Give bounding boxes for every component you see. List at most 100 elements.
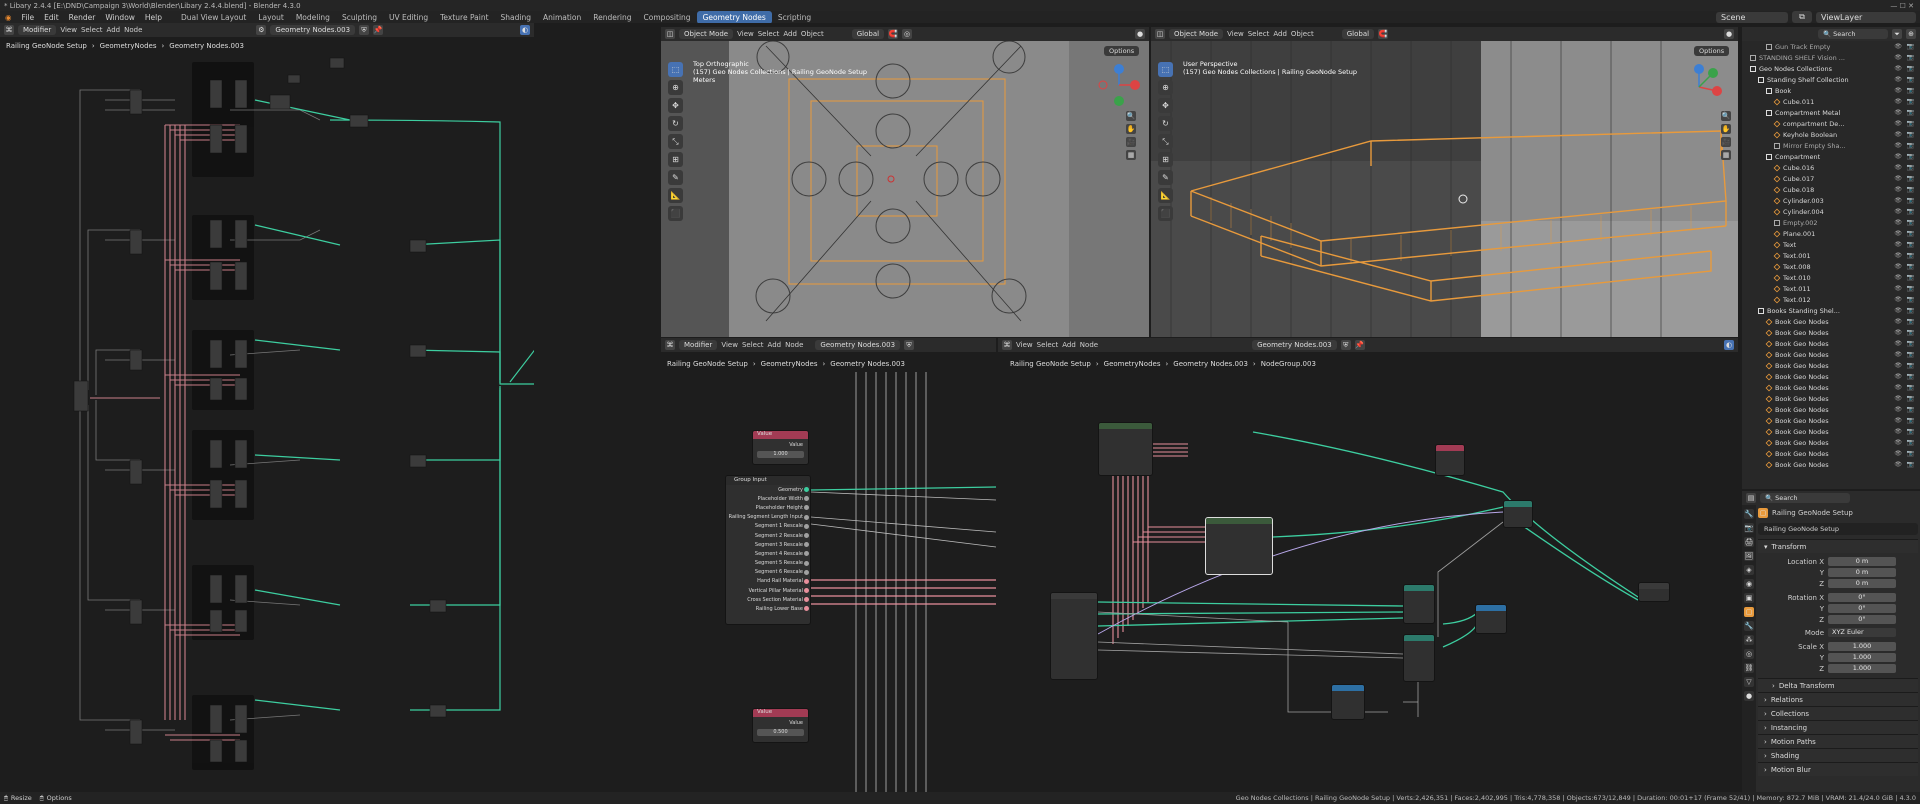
- value-node[interactable]: Value Value 1.000: [752, 430, 809, 465]
- camera-view-icon[interactable]: 🎥: [1721, 137, 1731, 147]
- tab-shading[interactable]: Shading: [500, 12, 531, 22]
- pin-icon[interactable]: 📌: [373, 25, 384, 35]
- group-output-node[interactable]: [1638, 582, 1670, 602]
- node-socket[interactable]: [804, 505, 809, 511]
- visibility-eye-icon[interactable]: 👁: [1894, 230, 1902, 237]
- render-camera-icon[interactable]: 📷: [1906, 351, 1914, 358]
- overlay-toggle-icon[interactable]: ◐: [520, 25, 530, 35]
- tab-uv-editing[interactable]: UV Editing: [388, 12, 429, 22]
- menu-add[interactable]: Add: [1273, 30, 1287, 38]
- ortho-toggle-icon[interactable]: ▦: [1126, 150, 1136, 160]
- render-camera-icon[interactable]: 📷: [1906, 197, 1914, 204]
- constraints-tab-icon[interactable]: ⛓: [1744, 663, 1754, 673]
- render-camera-icon[interactable]: 📷: [1906, 219, 1914, 226]
- visibility-eye-icon[interactable]: 👁: [1894, 428, 1902, 435]
- render-camera-icon[interactable]: 📷: [1906, 439, 1914, 446]
- render-camera-icon[interactable]: 📷: [1906, 208, 1914, 215]
- outliner-item[interactable]: Book Geo Nodes👁📷: [1742, 459, 1920, 470]
- modifier-context-dropdown[interactable]: Modifier: [679, 340, 718, 350]
- outliner-item[interactable]: Cylinder.004👁📷: [1742, 206, 1920, 217]
- value-field[interactable]: 1.000: [757, 451, 804, 458]
- render-camera-icon[interactable]: 📷: [1906, 175, 1914, 182]
- render-camera-icon[interactable]: 📷: [1906, 98, 1914, 105]
- visibility-eye-icon[interactable]: 👁: [1894, 164, 1902, 171]
- nodegroup-node[interactable]: [1205, 517, 1273, 575]
- tab-sculpting[interactable]: Sculpting: [341, 12, 377, 22]
- outliner-item[interactable]: Cube.016👁📷: [1742, 162, 1920, 173]
- render-camera-icon[interactable]: 📷: [1906, 362, 1914, 369]
- outliner-item[interactable]: Empty.002👁📷: [1742, 217, 1920, 228]
- outliner-item[interactable]: Book Geo Nodes👁📷: [1742, 437, 1920, 448]
- fake-user-icon[interactable]: ⛨: [359, 25, 370, 35]
- visibility-eye-icon[interactable]: 👁: [1894, 340, 1902, 347]
- menu-edit[interactable]: Edit: [44, 12, 59, 22]
- outliner-item[interactable]: compartment De...👁📷: [1742, 118, 1920, 129]
- menu-add[interactable]: Add: [106, 26, 121, 34]
- menu-add[interactable]: Add: [783, 30, 797, 38]
- outliner-item[interactable]: Text.010👁📷: [1742, 272, 1920, 283]
- outliner-item[interactable]: Books Standing Shel...👁📷: [1742, 305, 1920, 316]
- view-layer-selector[interactable]: ViewLayer: [1816, 11, 1916, 23]
- render-camera-icon[interactable]: 📷: [1906, 153, 1914, 160]
- snap-icon[interactable]: 🧲: [888, 29, 899, 39]
- options-dropdown[interactable]: Options: [1104, 46, 1140, 56]
- render-camera-icon[interactable]: 📷: [1906, 186, 1914, 193]
- data-tab-icon[interactable]: ▽: [1744, 677, 1754, 687]
- render-camera-icon[interactable]: 📷: [1906, 230, 1914, 237]
- render-camera-icon[interactable]: 📷: [1906, 43, 1914, 50]
- render-camera-icon[interactable]: 📷: [1906, 428, 1914, 435]
- group-input-node[interactable]: [1050, 592, 1098, 680]
- vector-node[interactable]: [1331, 684, 1365, 720]
- visibility-eye-icon[interactable]: 👁: [1894, 131, 1902, 138]
- value-node[interactable]: Value Value 0.500: [752, 708, 809, 743]
- visibility-eye-icon[interactable]: 👁: [1894, 274, 1902, 281]
- tab-modeling[interactable]: Modeling: [295, 12, 330, 22]
- object-tab-icon[interactable]: ▢: [1744, 607, 1754, 617]
- world-tab-icon[interactable]: ◉: [1744, 579, 1754, 589]
- panel-header[interactable]: ›Delta Transform: [1758, 678, 1918, 692]
- cursor-tool-icon[interactable]: ⊕: [1158, 80, 1173, 95]
- move-tool-icon[interactable]: ✥: [1158, 98, 1173, 113]
- visibility-eye-icon[interactable]: 👁: [1894, 153, 1902, 160]
- tab-dual-view[interactable]: Dual View Layout: [181, 12, 247, 22]
- blender-logo-icon[interactable]: ◉: [5, 12, 12, 22]
- editor-type-icon[interactable]: ▤: [1746, 493, 1756, 503]
- visibility-eye-icon[interactable]: 👁: [1894, 329, 1902, 336]
- render-camera-icon[interactable]: 📷: [1906, 241, 1914, 248]
- tab-rendering[interactable]: Rendering: [593, 12, 632, 22]
- tab-layout[interactable]: Layout: [258, 12, 284, 22]
- transform-node[interactable]: [1403, 584, 1435, 624]
- visibility-eye-icon[interactable]: 👁: [1894, 87, 1902, 94]
- output-tab-icon[interactable]: 🖨: [1744, 537, 1754, 547]
- visibility-eye-icon[interactable]: 👁: [1894, 417, 1902, 424]
- visibility-eye-icon[interactable]: 👁: [1894, 197, 1902, 204]
- snap-icon[interactable]: 🧲: [1378, 29, 1389, 39]
- menu-select[interactable]: Select: [80, 26, 103, 34]
- node-socket[interactable]: [804, 560, 809, 566]
- panel-header[interactable]: ›Instancing: [1758, 720, 1918, 734]
- join-geometry-node[interactable]: [1503, 500, 1533, 528]
- menu-file[interactable]: File: [21, 12, 35, 22]
- panel-header[interactable]: ›Motion Paths: [1758, 734, 1918, 748]
- node-socket[interactable]: [804, 487, 809, 492]
- panel-header[interactable]: ›Collections: [1758, 706, 1918, 720]
- object-mode-dropdown[interactable]: Object Mode: [1169, 29, 1224, 39]
- outliner-item[interactable]: Book Geo Nodes👁📷: [1742, 349, 1920, 360]
- render-camera-icon[interactable]: 📷: [1906, 263, 1914, 270]
- physics-tab-icon[interactable]: ◎: [1744, 649, 1754, 659]
- viewport-shading-icon[interactable]: ●: [1135, 29, 1145, 39]
- select-box-tool-icon[interactable]: ⬚: [1158, 62, 1173, 77]
- location-z-field[interactable]: 0 m: [1828, 579, 1896, 588]
- annotate-tool-icon[interactable]: ✎: [1158, 170, 1173, 185]
- visibility-eye-icon[interactable]: 👁: [1894, 351, 1902, 358]
- realize-node[interactable]: [1475, 604, 1507, 634]
- outliner-item[interactable]: Compartment Metal👁📷: [1742, 107, 1920, 118]
- menu-object[interactable]: Object: [1290, 30, 1314, 38]
- add-cube-tool-icon[interactable]: ⬛: [668, 206, 683, 221]
- visibility-eye-icon[interactable]: 👁: [1894, 461, 1902, 468]
- visibility-eye-icon[interactable]: 👁: [1894, 54, 1902, 61]
- window-controls[interactable]: — ☐ ✕: [1890, 1, 1914, 10]
- transform-tool-icon[interactable]: ⊞: [1158, 152, 1173, 167]
- fake-user-icon[interactable]: ⛨: [904, 340, 915, 350]
- render-camera-icon[interactable]: 📷: [1906, 307, 1914, 314]
